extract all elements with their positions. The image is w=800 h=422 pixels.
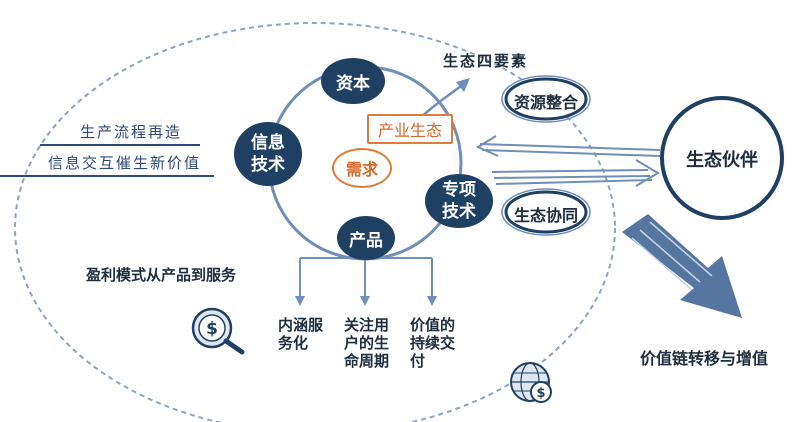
partner-arrows-left bbox=[475, 135, 661, 157]
cycle-arrow-head bbox=[456, 78, 470, 92]
industry-ecology-box: 产业生态 bbox=[367, 114, 453, 144]
cycle-arrow bbox=[419, 81, 467, 119]
svg-text:$: $ bbox=[536, 386, 545, 401]
service-item-2: 关注用 户的生 命周期 bbox=[344, 316, 390, 370]
resource-integration-ring-outer bbox=[501, 75, 591, 123]
eco-collaboration-ring-outer bbox=[501, 188, 591, 236]
eco-collaboration-ring bbox=[504, 190, 588, 234]
node-capital: 资本 bbox=[321, 58, 385, 104]
value-chain-label: 价值链转移与增值 bbox=[640, 349, 769, 368]
node-product: 产品 bbox=[337, 216, 395, 260]
service-item-1: 内涵服 务化 bbox=[278, 316, 324, 352]
left-note-process: 生产流程再造 bbox=[80, 123, 183, 141]
partner-arrows-right bbox=[491, 159, 660, 187]
profit-model-label: 盈利模式从产品到服务 bbox=[86, 266, 237, 284]
resource-integration-ring bbox=[504, 77, 588, 121]
left-note-info: 信息交互催生新价值 bbox=[48, 154, 202, 172]
value-chain-arrow bbox=[622, 214, 742, 318]
resource-integration-label: 资源整合 bbox=[513, 93, 578, 112]
node-demand: 需求 bbox=[332, 148, 392, 188]
bracket-arrowheads bbox=[295, 296, 437, 306]
ecosystem-title: 生态四要素 bbox=[443, 52, 529, 70]
eco-collaboration-label: 生态协同 bbox=[513, 206, 578, 225]
ecosystem-boundary bbox=[14, 22, 616, 422]
svg-text:$: $ bbox=[206, 319, 218, 339]
node-info-tech: 信息 技术 bbox=[234, 122, 302, 186]
globe-dollar-icon: $ bbox=[510, 362, 552, 403]
eco-partner-ring bbox=[660, 96, 784, 220]
service-item-3: 价值的 持续交 付 bbox=[410, 316, 456, 370]
node-special-tech: 专项 技术 bbox=[425, 174, 493, 228]
money-magnifier-icon: $ bbox=[191, 307, 245, 355]
eco-partner-label: 生态伙伴 bbox=[686, 150, 758, 171]
